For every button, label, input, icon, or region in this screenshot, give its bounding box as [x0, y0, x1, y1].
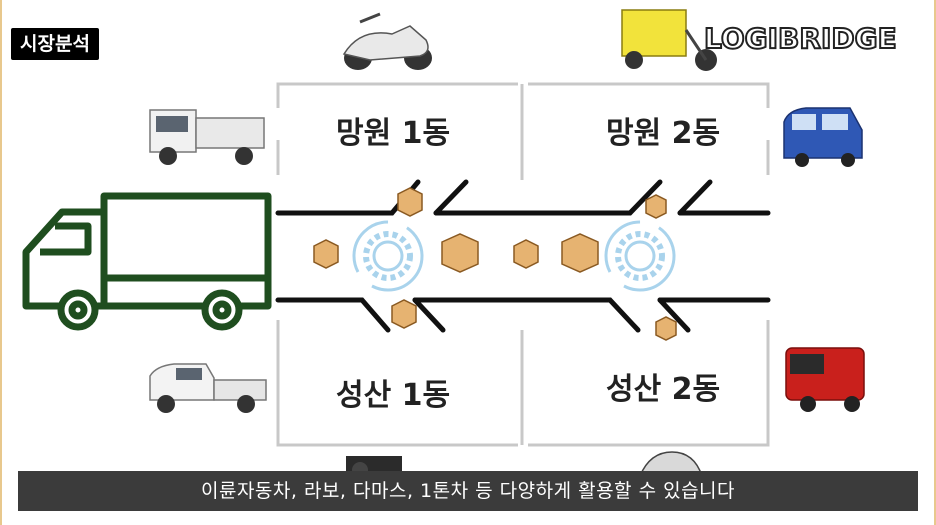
zone-label-seongsan2: 성산 2동 [606, 372, 721, 407]
road-lower-left [275, 297, 391, 333]
hub-gear-icon [352, 220, 424, 292]
ev-delivery-van-icon [785, 347, 865, 412]
box-icon [313, 187, 677, 341]
hub-teeth-right [615, 231, 665, 281]
frame-edge-left [0, 0, 2, 525]
zone-label-mangwon1: 망원 1동 [336, 116, 451, 151]
road-upper-middle [433, 179, 663, 216]
hub-gear-left [372, 240, 404, 272]
zone-label-seongsan1: 성산 1동 [336, 378, 451, 413]
road-upper-left [275, 179, 421, 216]
hub-gear-right [624, 240, 656, 272]
section-badge: 시장분석 [11, 28, 99, 60]
mini-truck-icon [149, 109, 265, 165]
frame-edge-right [934, 0, 936, 525]
road-lower-branch-1 [412, 297, 446, 333]
cargo-tricycle-icon [621, 9, 717, 71]
truck-cab [22, 208, 104, 310]
road-lower-branch-2 [657, 297, 691, 333]
scooter-icon [342, 12, 432, 70]
road-network [275, 179, 771, 333]
truck-hub-front [68, 300, 88, 320]
van-icon [783, 107, 863, 167]
box-5 [513, 239, 539, 269]
top-divider [276, 82, 770, 108]
truck-hub-rear [212, 300, 232, 320]
hub-teeth-left [363, 231, 413, 281]
bottom-divider [276, 320, 770, 447]
truck-wheel-rear [201, 289, 243, 331]
zone-dividers [276, 82, 770, 447]
road-upper-branch-2 [677, 179, 713, 216]
box-8 [655, 316, 677, 341]
hub-ring-left [352, 220, 424, 292]
brand-logo-text: LOGIBRIDGE [704, 22, 897, 55]
hub-ring-right [604, 220, 676, 292]
box-1 [397, 187, 423, 217]
box-3 [441, 233, 479, 273]
truck-cargo-box [100, 192, 272, 310]
road-upper-branch-1 [433, 179, 469, 216]
box-7 [645, 194, 667, 219]
pickup-truck-icon [149, 363, 267, 413]
road-lower-middle [412, 297, 641, 333]
subtitle-caption: 이륜자동차, 라보, 다마스, 1톤차 등 다양하게 활용할 수 있습니다 [18, 471, 918, 511]
box-6 [561, 233, 599, 273]
box-2 [313, 239, 339, 269]
truck-window [40, 222, 92, 256]
box-4 [391, 299, 417, 329]
zone-label-mangwon2: 망원 2동 [606, 116, 721, 151]
truck-wheel-front [57, 289, 99, 331]
micro-ev-icon [638, 451, 704, 477]
top-side-dividers [276, 140, 770, 175]
truck-icon [22, 192, 272, 331]
brand-logo: LOGIBRIDGE [703, 21, 898, 56]
hub-gear-icon [604, 220, 676, 292]
